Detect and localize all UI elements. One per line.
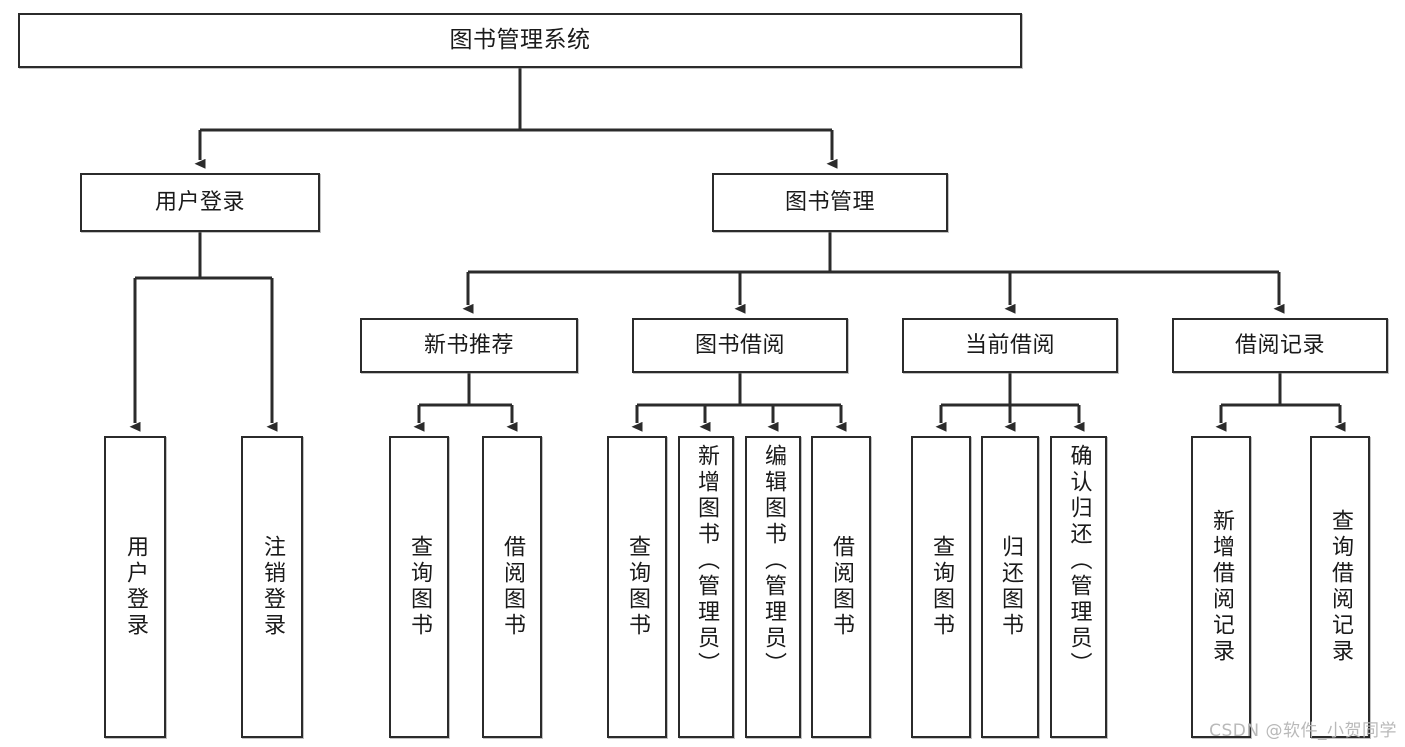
node-leaf-add-book[interactable]: 新增图书（管理员） — [678, 436, 734, 738]
node-leaf-query-book-1[interactable]: 查询图书 — [389, 436, 449, 738]
node-leaf-query-book-2[interactable]: 查询图书 — [607, 436, 667, 738]
node-leaf-confirm-return[interactable]: 确认归还（管理员） — [1050, 436, 1107, 738]
node-user-login[interactable]: 用户登录 — [80, 173, 320, 232]
node-new-book-recommend[interactable]: 新书推荐 — [360, 318, 578, 373]
node-leaf-query-book-3[interactable]: 查询图书 — [911, 436, 971, 738]
node-leaf-return-book[interactable]: 归还图书 — [981, 436, 1039, 738]
node-leaf-add-record-label: 新增借阅记录 — [1209, 509, 1234, 665]
node-leaf-add-record[interactable]: 新增借阅记录 — [1191, 436, 1251, 738]
node-leaf-borrow-book-1[interactable]: 借阅图书 — [482, 436, 542, 738]
node-leaf-query-book-2-label: 查询图书 — [625, 535, 650, 639]
node-root[interactable]: 图书管理系统 — [18, 13, 1022, 68]
node-leaf-borrow-book-1-label: 借阅图书 — [500, 535, 525, 639]
node-root-label: 图书管理系统 — [449, 27, 591, 54]
node-user-login-label: 用户登录 — [154, 189, 245, 215]
node-borrow-record[interactable]: 借阅记录 — [1172, 318, 1388, 373]
node-leaf-query-record[interactable]: 查询借阅记录 — [1310, 436, 1370, 738]
node-leaf-user-login-label: 用户登录 — [123, 535, 148, 639]
node-leaf-edit-book-label: 编辑图书（管理员） — [761, 444, 786, 678]
node-leaf-query-record-label: 查询借阅记录 — [1328, 509, 1353, 665]
node-leaf-add-book-label: 新增图书（管理员） — [694, 444, 719, 678]
node-leaf-edit-book[interactable]: 编辑图书（管理员） — [745, 436, 801, 738]
node-leaf-user-login[interactable]: 用户登录 — [104, 436, 166, 738]
node-book-borrow[interactable]: 图书借阅 — [632, 318, 848, 373]
node-current-borrow-label: 当前借阅 — [964, 332, 1055, 358]
node-book-borrow-label: 图书借阅 — [694, 332, 785, 358]
node-leaf-logout-label: 注销登录 — [260, 535, 285, 639]
node-book-manage-label: 图书管理 — [784, 189, 875, 215]
node-leaf-borrow-book-2[interactable]: 借阅图书 — [811, 436, 871, 738]
node-leaf-confirm-return-label: 确认归还（管理员） — [1066, 444, 1092, 678]
node-borrow-record-label: 借阅记录 — [1234, 332, 1325, 358]
node-leaf-logout[interactable]: 注销登录 — [241, 436, 303, 738]
node-new-book-recommend-label: 新书推荐 — [423, 332, 514, 358]
watermark: CSDN @软件_小贺同学 — [1209, 721, 1397, 741]
node-leaf-borrow-book-2-label: 借阅图书 — [829, 535, 854, 639]
node-leaf-query-book-1-label: 查询图书 — [407, 535, 432, 639]
node-book-manage[interactable]: 图书管理 — [712, 173, 948, 232]
node-leaf-return-book-label: 归还图书 — [998, 535, 1023, 639]
node-leaf-query-book-3-label: 查询图书 — [929, 535, 954, 639]
node-current-borrow[interactable]: 当前借阅 — [902, 318, 1118, 373]
